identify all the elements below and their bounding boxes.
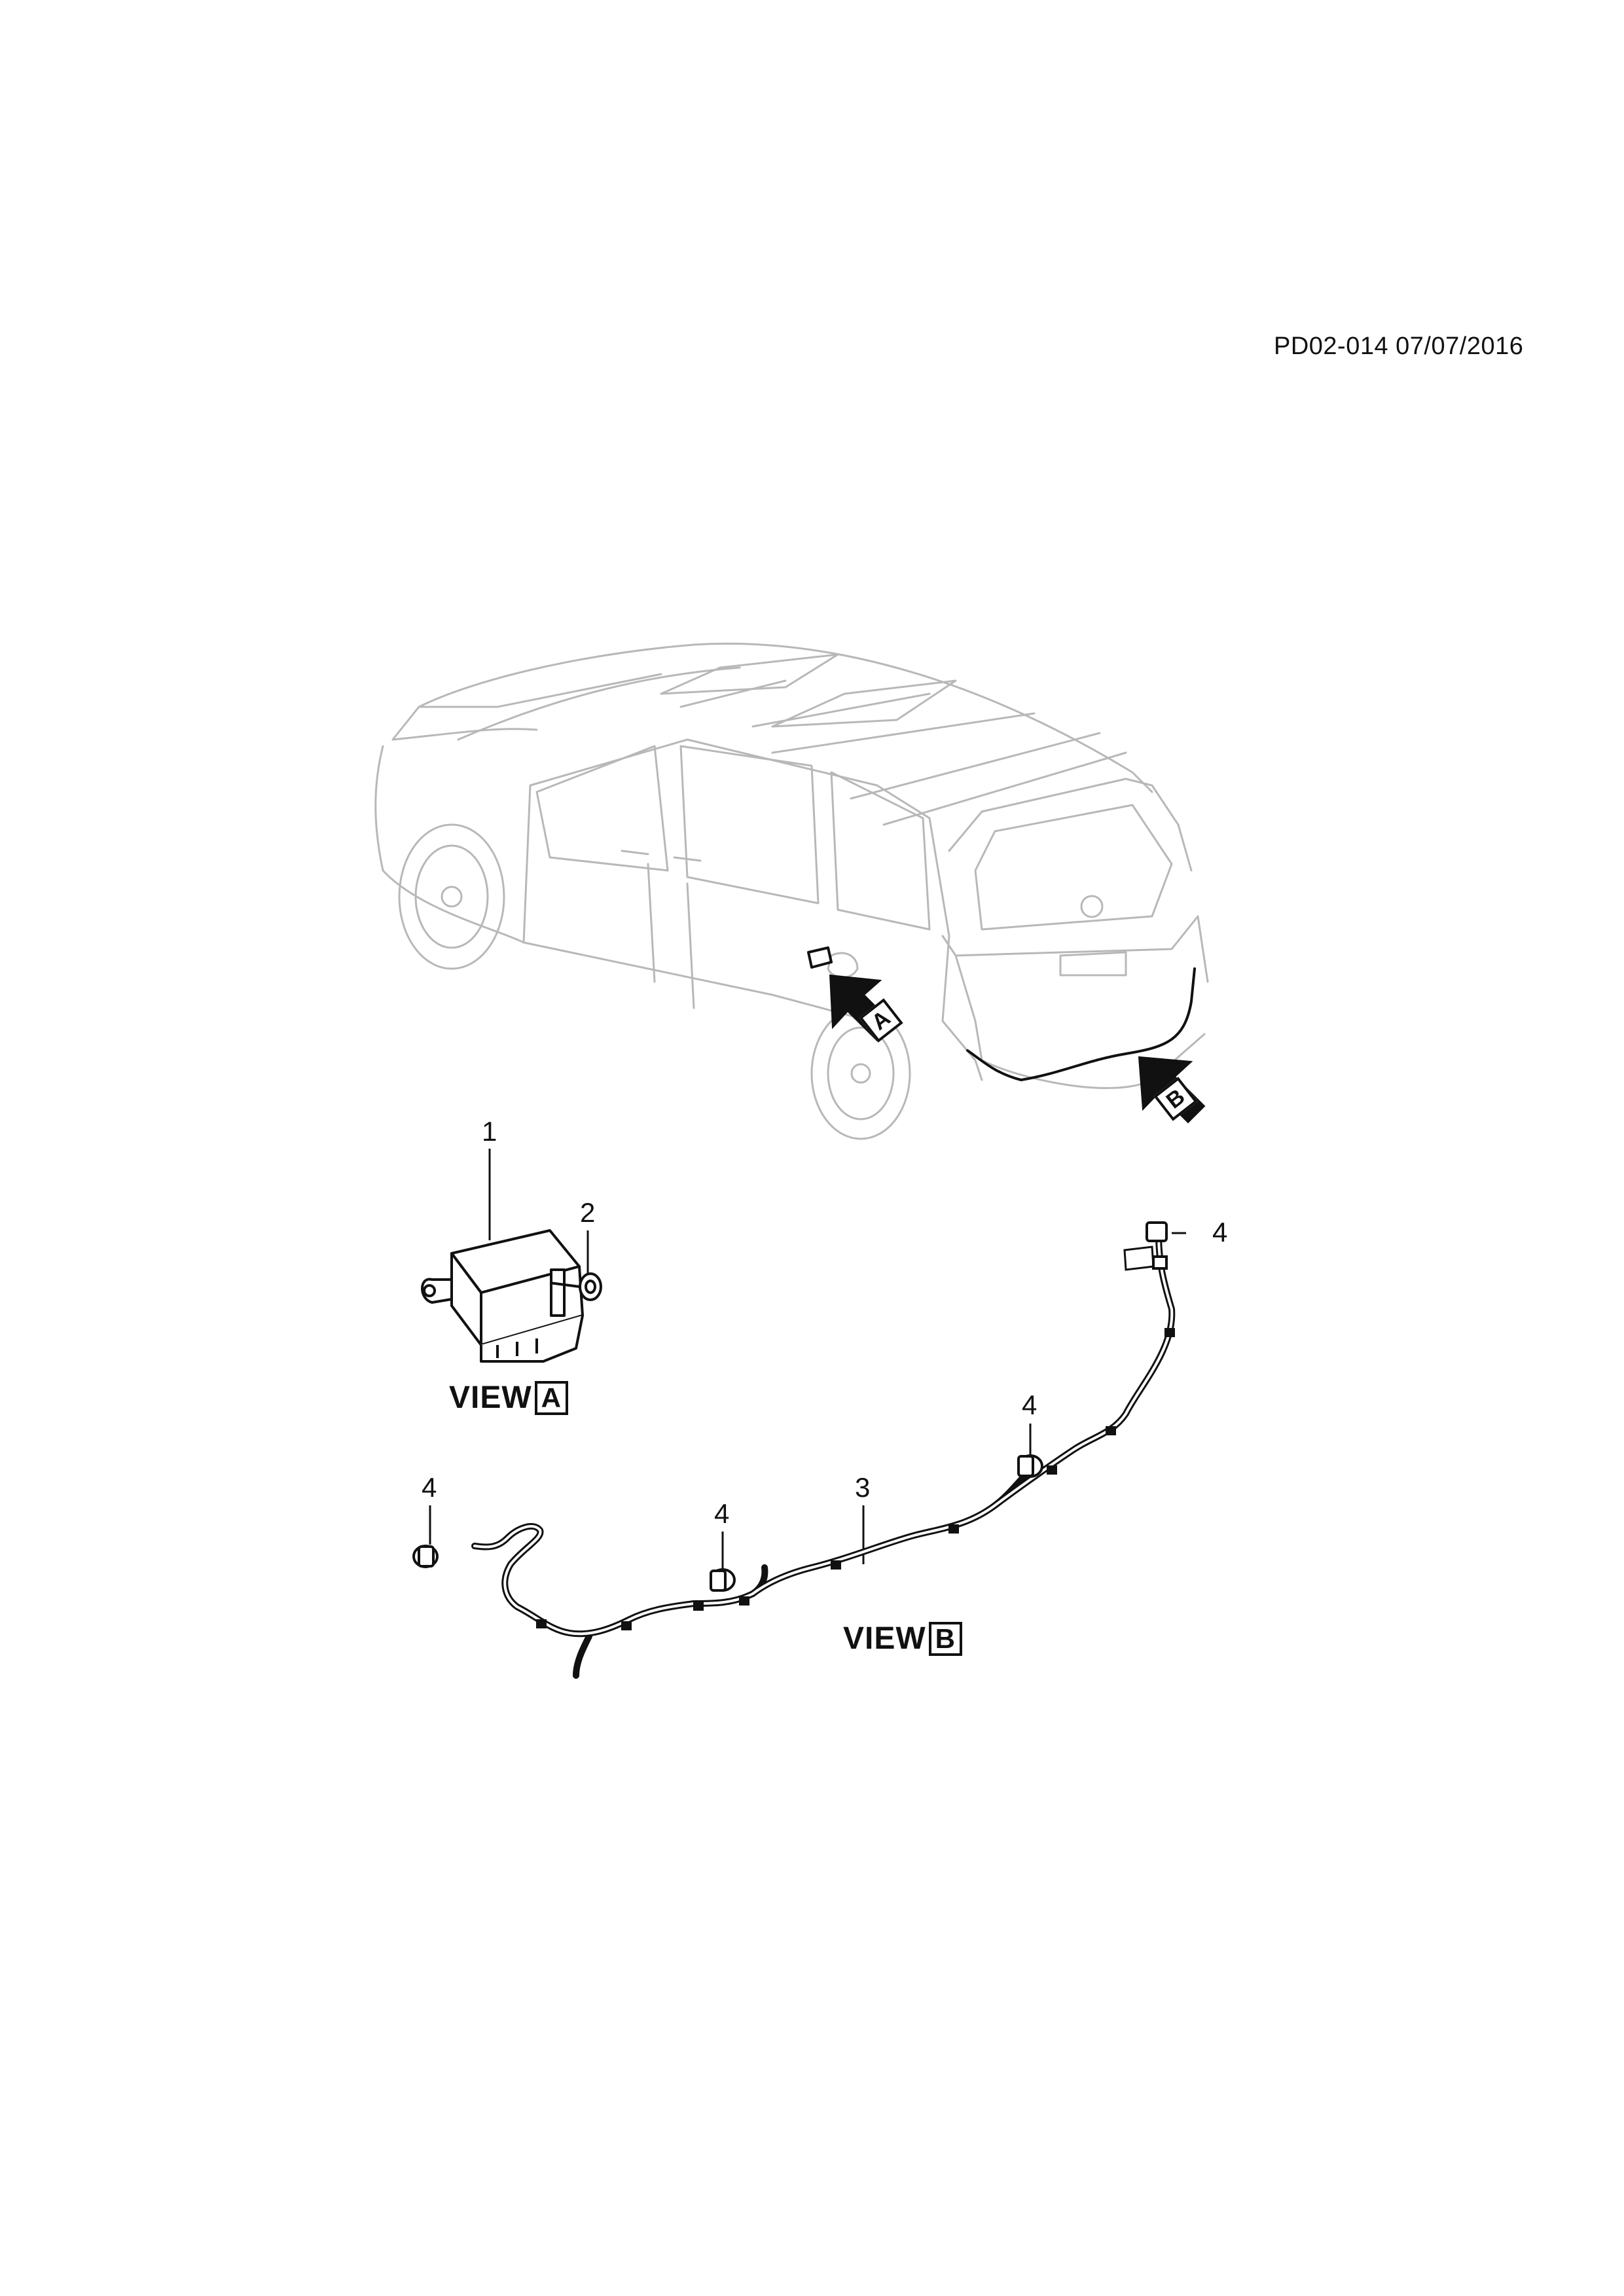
callout-1: 1 [482,1116,497,1147]
callout-4-top: 4 [1212,1217,1228,1247]
document-code: PD02-014 07/07/2016 [1274,332,1524,360]
vehicle-module-highlight [807,946,833,969]
harness-tape-tab [1123,1246,1155,1271]
view-a-prefix: VIEW [449,1380,532,1415]
vehicle-illustration [374,642,1209,1140]
sensor-part-4-top [1146,1221,1168,1270]
callout-3: 3 [855,1472,871,1503]
callout-4-center: 4 [714,1498,730,1529]
view-a-letter: A [534,1380,569,1415]
nut-part-2 [549,1272,602,1301]
view-b-letter: B [928,1621,963,1656]
vehicle-harness-highlight [966,967,1196,1081]
sensor-part-4-center [710,1568,736,1592]
view-a-label: VIEW A [449,1380,569,1416]
callout-4-mid: 4 [1022,1390,1038,1420]
view-b-label: VIEW B [843,1621,963,1657]
module-part-1 [421,1229,584,1363]
callout-2: 2 [580,1197,596,1228]
view-b-prefix: VIEW [843,1621,926,1656]
sensor-part-4-mid [1017,1454,1043,1478]
sensor-part-4-left [412,1545,439,1568]
callout-4-left: 4 [422,1472,437,1503]
